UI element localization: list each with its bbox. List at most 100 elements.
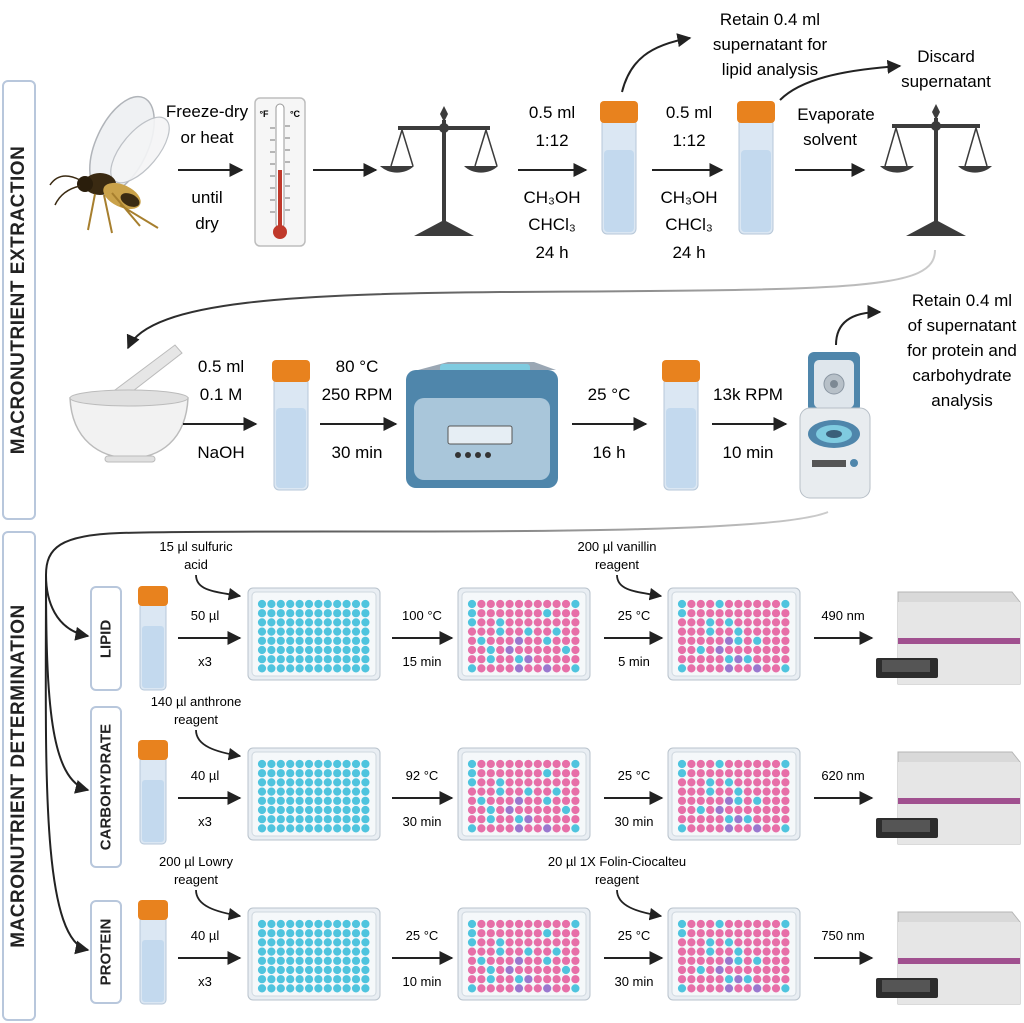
tube-icon [272, 360, 310, 491]
discard-line-1: Discard [917, 47, 975, 66]
step1-solvent-2: CHCl₃ [528, 215, 576, 234]
thermometer-f-unit: °F [259, 109, 269, 119]
carbohydrate-temperature-2: 25 °C [618, 768, 651, 783]
lipid-replicates: x3 [198, 654, 212, 669]
carbohydrate-volume: 40 µl [191, 768, 220, 783]
retain-protein-line-1: Retain 0.4 ml [912, 291, 1012, 310]
lipid-reagent1-line-1: 15 µl sulfuric [159, 539, 233, 554]
dry-label-1: Freeze-dry [166, 102, 249, 121]
tube-icon [138, 900, 168, 1005]
until-label-1: until [191, 188, 222, 207]
carbohydrate-temperature-1: 92 °C [406, 768, 439, 783]
step2-solvent-1: CH₃OH [661, 188, 718, 207]
naoh-concentration: 0.1 M [200, 385, 243, 404]
curved-arrow [621, 33, 692, 93]
tube-icon [138, 740, 168, 845]
well-plate-icon [667, 587, 801, 681]
plate-reader-icon [876, 751, 1021, 845]
extraction-section-label: MACRONUTRIENT EXTRACTION [2, 80, 36, 520]
connector-arrow [126, 249, 936, 350]
reagent-arrow [616, 889, 663, 921]
protein-label: PROTEIN [97, 918, 115, 986]
protein-wavelength: 750 nm [821, 928, 864, 943]
step1-solvent-1: CH₃OH [524, 188, 581, 207]
lipid-temperature-1: 100 °C [402, 608, 442, 623]
tube-icon [138, 586, 168, 691]
step2-time: 24 h [672, 243, 705, 262]
rest-temperature: 25 °C [588, 385, 631, 404]
retain-protein-line-3: for protein and [907, 341, 1017, 360]
protein-reagent2-line-2: reagent [595, 872, 639, 887]
carbohydrate-time-2: 30 min [614, 814, 653, 829]
shaking-incubator-icon [406, 362, 558, 488]
well-plate-icon [667, 907, 801, 1001]
retain-lipid-line-1: Retain 0.4 ml [720, 10, 820, 29]
protein-reagent1-line-1: 200 µl Lowry [159, 854, 233, 869]
well-plate-icon [247, 747, 381, 841]
step1-ratio: 1:12 [535, 131, 568, 150]
balance-scale-icon [380, 106, 498, 236]
carbohydrate-label: CARBOHYDRATE [97, 723, 115, 851]
step2-volume: 0.5 ml [666, 103, 712, 122]
protein-temperature-1: 25 °C [406, 928, 439, 943]
carbohydrate-reagent1-line-2: reagent [174, 712, 218, 727]
reagent-arrow [195, 889, 242, 921]
well-plate-icon [457, 587, 591, 681]
plate-reader-icon [876, 591, 1021, 685]
protein-reagent2-line-1: 20 µl 1X Folin-Ciocalteu [548, 854, 686, 869]
protein-row-label: PROTEIN [90, 900, 122, 1004]
lipid-row-label: LIPID [90, 586, 122, 691]
naoh-name: NaOH [197, 443, 244, 462]
dry-label-2: or heat [181, 128, 234, 147]
well-plate-icon [457, 747, 591, 841]
protein-time-1: 10 min [402, 974, 441, 989]
evaporate-line-1: Evaporate [797, 105, 875, 124]
mortar-pestle-icon [69, 344, 189, 463]
naoh-volume: 0.5 ml [198, 357, 244, 376]
protein-temperature-2: 25 °C [618, 928, 651, 943]
well-plate-icon [247, 907, 381, 1001]
rest-time: 16 h [592, 443, 625, 462]
branch-arrow-protein [44, 574, 90, 955]
protein-volume: 40 µl [191, 928, 220, 943]
carbohydrate-row-label: CARBOHYDRATE [90, 706, 122, 868]
determination-section-title: MACRONUTRIENT DETERMINATION [8, 604, 29, 948]
well-plate-icon [247, 587, 381, 681]
protein-replicates: x3 [198, 974, 212, 989]
curved-arrow [779, 59, 902, 101]
wasp-icon [49, 95, 170, 234]
heat-rpm: 250 RPM [322, 385, 393, 404]
plate-reader-icon [876, 911, 1021, 1005]
lipid-reagent2-line-2: reagent [595, 557, 639, 572]
evaporate-line-2: solvent [803, 130, 857, 149]
well-plate-icon [667, 747, 801, 841]
branch-arrow-lipid [45, 574, 90, 641]
tube-icon [737, 101, 775, 235]
retain-protein-line-4: carbohydrate [912, 366, 1011, 385]
until-label-2: dry [195, 214, 219, 233]
retain-protein-line-2: of supernatant [908, 316, 1017, 335]
protein-reagent1-line-2: reagent [174, 872, 218, 887]
step2-solvent-2: CHCl₃ [665, 215, 713, 234]
balance-scale-icon [880, 104, 992, 236]
heat-temperature: 80 °C [336, 357, 379, 376]
carbohydrate-wavelength: 620 nm [821, 768, 864, 783]
retain-lipid-line-3: lipid analysis [722, 60, 818, 79]
determination-section-label: MACRONUTRIENT DETERMINATION [2, 531, 36, 1021]
step1-time: 24 h [535, 243, 568, 262]
retain-protein-line-5: analysis [931, 391, 992, 410]
carbohydrate-reagent1-line-1: 140 µl anthrone [151, 694, 242, 709]
well-plate-icon [457, 907, 591, 1001]
step1-volume: 0.5 ml [529, 103, 575, 122]
reagent-arrow [195, 574, 242, 601]
discard-line-2: supernatant [901, 72, 991, 91]
carbohydrate-time-1: 30 min [402, 814, 441, 829]
reagent-arrow [616, 574, 663, 601]
lipid-time-1: 15 min [402, 654, 441, 669]
thermometer-icon: °F °C [254, 97, 306, 247]
tube-icon [600, 101, 638, 235]
extraction-section-title: MACRONUTRIENT EXTRACTION [8, 145, 29, 455]
spin-time: 10 min [722, 443, 773, 462]
